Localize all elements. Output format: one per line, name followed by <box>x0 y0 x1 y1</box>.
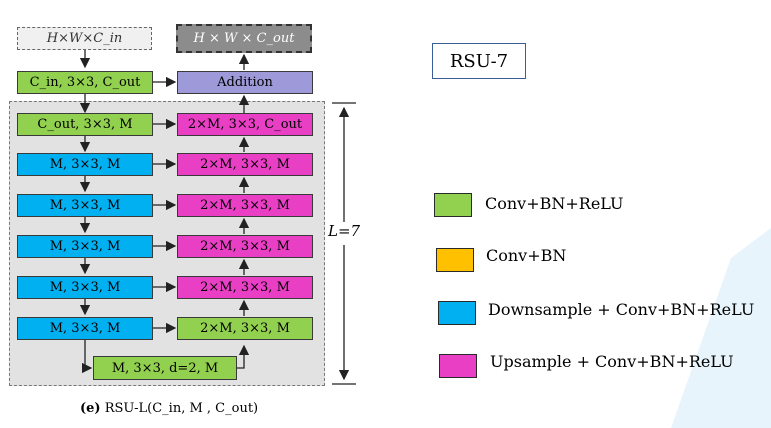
decoder-block-6: 2×M, 3×3, M <box>177 317 313 340</box>
depth-label: L=7 <box>326 222 363 240</box>
decoder-block-5: 2×M, 3×3, M <box>177 276 313 299</box>
input-tensor-box: H×W×C_in <box>17 27 152 50</box>
decoder-block-3: 2×M, 3×3, M <box>177 194 313 217</box>
decoder-block-4: 2×M, 3×3, M <box>177 235 313 258</box>
encoder-block-3: M, 3×3, M <box>17 194 153 217</box>
encoder-block-2: M, 3×3, M <box>17 153 153 176</box>
encoder-block-5: M, 3×3, M <box>17 276 153 299</box>
background-wedge <box>671 228 771 428</box>
decoder-block-1: 2×M, 3×3, C_out <box>177 113 313 136</box>
encoder-block-4: M, 3×3, M <box>17 235 153 258</box>
addition-block: Addition <box>177 71 313 94</box>
legend-label-downsample: Downsample + Conv+BN+ReLU <box>488 300 755 319</box>
rsu-title: RSU-7 <box>432 43 526 79</box>
legend-label-conv-bn: Conv+BN <box>486 246 567 265</box>
caption-prefix: (e) <box>80 401 101 416</box>
decoder-block-2: 2×M, 3×3, M <box>177 153 313 176</box>
encoder-block-1: C_out, 3×3, M <box>17 113 153 136</box>
bottleneck-dilated-conv: M, 3×3, d=2, M <box>93 356 237 380</box>
legend-label-conv-bn-relu: Conv+BN+ReLU <box>485 194 624 213</box>
caption-text: RSU-L(C_in, M , C_out) <box>104 401 259 416</box>
figure-caption: (e) RSU-L(C_in, M , C_out) <box>80 401 258 416</box>
encoder-block-6: M, 3×3, M <box>17 317 153 340</box>
legend-label-upsample: Upsample + Conv+BN+ReLU <box>490 352 734 371</box>
input-conv-block: C_in, 3×3, C_out <box>17 71 153 94</box>
output-tensor-box: H × W × C_out <box>176 24 312 53</box>
legend-swatch-conv-bn-relu <box>434 193 472 217</box>
legend-swatch-downsample <box>438 301 476 325</box>
legend-swatch-upsample <box>439 354 477 378</box>
legend-swatch-conv-bn <box>436 248 474 272</box>
